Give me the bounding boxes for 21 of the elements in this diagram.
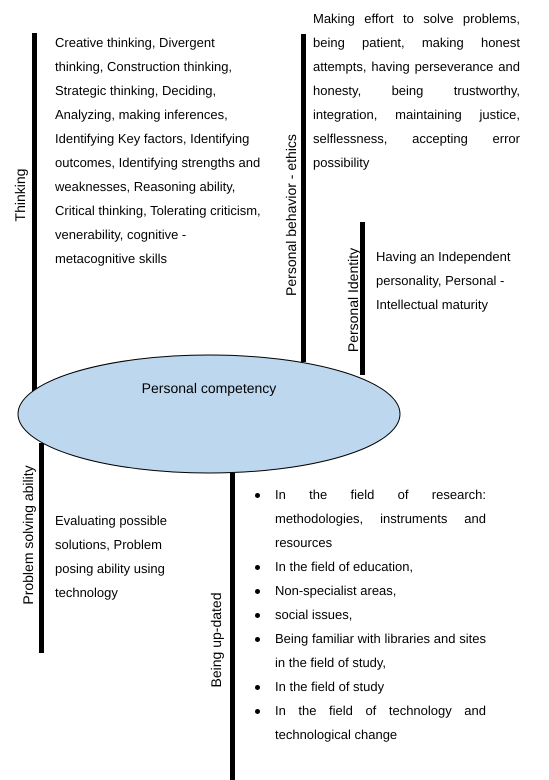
branch-description: Making effort to solve problems, being patient, making honest attempts, having perseverance and honesty, being trustworthy, integration, maintaining justice, selflessness, accepting error possibility — [313, 10, 520, 172]
branch-description: Creative thinking, Divergent thinking, Construction thinking, Strategic thinking, Deciding, Analyzing, making inferences, Identifying Key factors, Identifying outcomes, Identifying strengths and weaknesses, Reasoning ability, Critical thinking, Tolerating criticism, venerability, cognitive - metacognitive skills — [55, 34, 262, 268]
list-item: In the field of technology and technological change — [275, 702, 486, 744]
branch-heading: Thinking — [13, 168, 27, 222]
branch-heading: Personal Identity — [346, 248, 360, 352]
list-item: In the field of study — [275, 678, 386, 696]
ellipse-title: Personal competency — [140, 379, 278, 398]
branch-heading: Personal behavior - ethics — [284, 134, 298, 296]
list-item: Non-specialist areas, — [275, 582, 398, 600]
branch-bar — [230, 473, 235, 780]
branch-bar — [360, 222, 365, 375]
branch-description: Evaluating possible solutions, Problem posing ability using technology — [55, 512, 168, 602]
list-item: In the field of education, — [275, 558, 414, 576]
branch-bar — [301, 34, 306, 362]
list-item: In the field of research: methodologies, instruments and resources — [275, 486, 486, 552]
list-item: Being familiar with libraries and sites in the field of study, — [275, 630, 486, 672]
branch-description: Having an Independent personality, Personal - Intellectual maturity — [376, 248, 512, 314]
branch-bar — [39, 443, 44, 653]
branch-heading: Problem solving ability — [21, 465, 35, 605]
branch-heading: Being up-dated — [209, 592, 223, 688]
list-item: social issues, — [275, 606, 354, 624]
